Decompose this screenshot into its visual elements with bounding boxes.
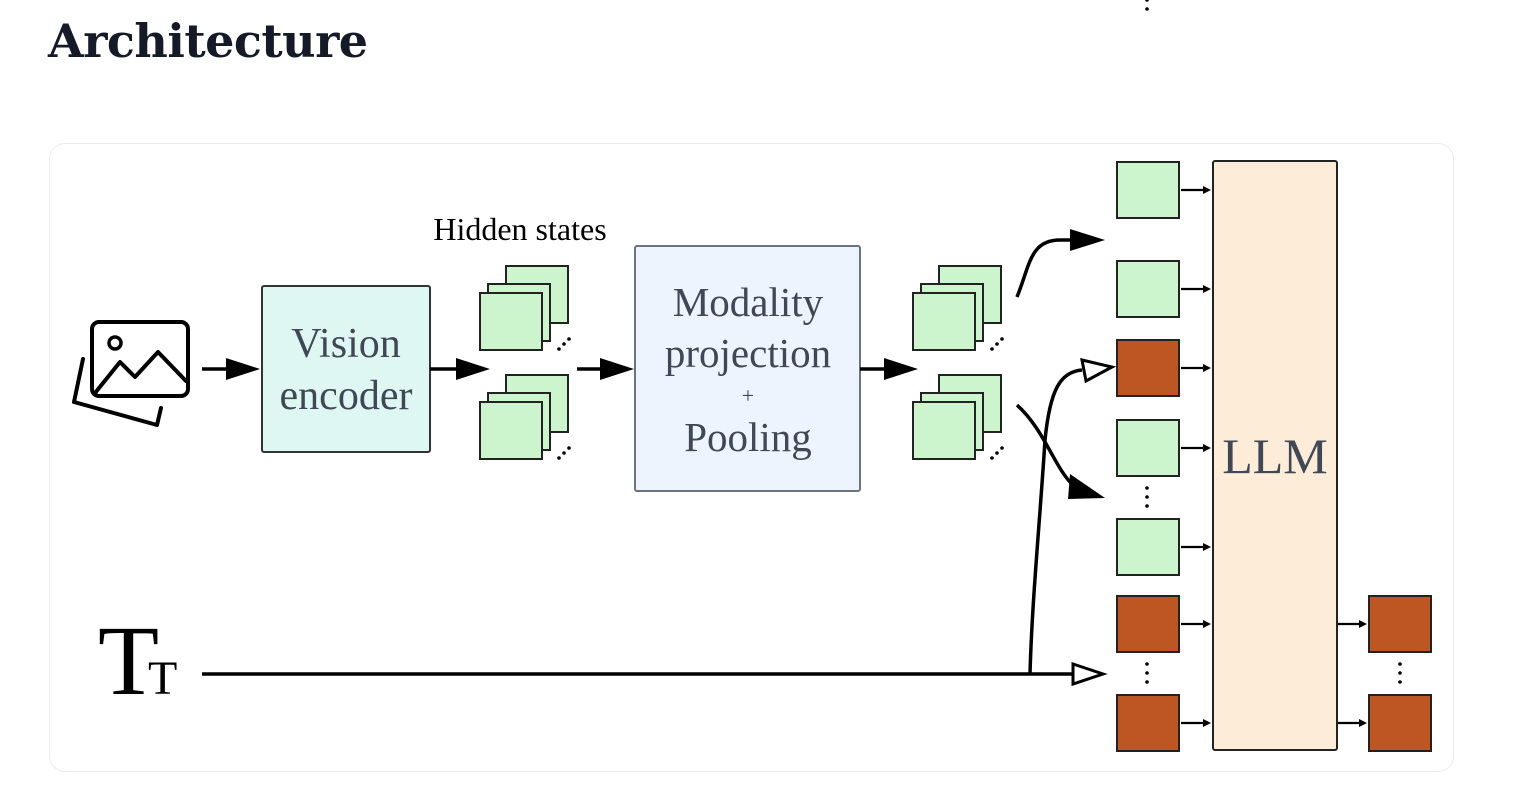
vision-encoder-block: Vision encoder bbox=[261, 285, 431, 453]
pooled-token-stack bbox=[912, 374, 1004, 460]
modality-plus-label: + bbox=[742, 383, 754, 408]
modality-label-3: Pooling bbox=[684, 414, 812, 460]
ellipsis-dot bbox=[562, 342, 566, 346]
text-input-icon-small: T bbox=[148, 652, 177, 705]
arrow-modality-to-pooled bbox=[884, 358, 918, 380]
arrow-pooled-to-top-tokens bbox=[1015, 238, 1080, 298]
ellipsis-dot bbox=[567, 446, 571, 450]
ellipsis-dot bbox=[562, 451, 566, 455]
ellipsis-dot bbox=[567, 337, 571, 341]
text-token bbox=[1368, 595, 1432, 653]
llm-block: LLM bbox=[1212, 160, 1338, 751]
arrow-text-to-first-text-token bbox=[1028, 368, 1083, 675]
hidden-state-stack bbox=[479, 374, 571, 460]
pooled-token-stack bbox=[912, 265, 1004, 351]
pooled-token-stacks bbox=[912, 265, 1004, 460]
hidden-state-stacks bbox=[479, 265, 571, 460]
ellipsis-dot bbox=[1000, 337, 1004, 341]
visual-token bbox=[1116, 419, 1180, 477]
text-token bbox=[1368, 694, 1432, 752]
ellipsis-dot bbox=[990, 456, 994, 460]
page-title: Architecture bbox=[48, 14, 368, 68]
vertical-ellipsis bbox=[1398, 662, 1402, 684]
visual-token bbox=[1116, 518, 1180, 576]
hidden-states-label: Hidden states bbox=[433, 211, 606, 247]
arrow-encoder-to-hidden bbox=[456, 358, 490, 380]
vertical-ellipsis bbox=[1145, 662, 1149, 684]
arrow-pooled-to-mid-tokens bbox=[1015, 403, 1077, 489]
modality-label-1: Modality bbox=[673, 279, 824, 325]
llm-label: LLM bbox=[1222, 428, 1328, 484]
ellipsis-dot bbox=[557, 456, 561, 460]
ellipsis-dot bbox=[1000, 446, 1004, 450]
text-input-icon-big: T bbox=[98, 605, 159, 716]
llm-output-tokens bbox=[1338, 595, 1432, 752]
vision-encoder-label-2: encoder bbox=[280, 373, 413, 419]
modality-label-2: projection bbox=[665, 330, 831, 376]
text-token bbox=[1116, 694, 1180, 752]
ellipsis-dot bbox=[557, 347, 561, 351]
llm-input-tokens bbox=[1116, 0, 1211, 752]
ellipsis-dot bbox=[990, 347, 994, 351]
text-token bbox=[1116, 595, 1180, 653]
visual-token bbox=[1116, 260, 1180, 318]
vertical-ellipsis bbox=[1145, 0, 1149, 11]
text-token bbox=[1116, 339, 1180, 397]
hidden-state-stack bbox=[479, 265, 571, 351]
vision-encoder-label-1: Vision bbox=[291, 321, 401, 367]
image-input-icon bbox=[72, 320, 190, 427]
modality-projection-block: Modality projection + Pooling bbox=[634, 245, 861, 492]
ellipsis-dot bbox=[995, 342, 999, 346]
ellipsis-dot bbox=[995, 451, 999, 455]
visual-token bbox=[1116, 161, 1180, 219]
vertical-ellipsis bbox=[1145, 486, 1149, 508]
arrow-hidden-to-modality bbox=[600, 358, 634, 380]
